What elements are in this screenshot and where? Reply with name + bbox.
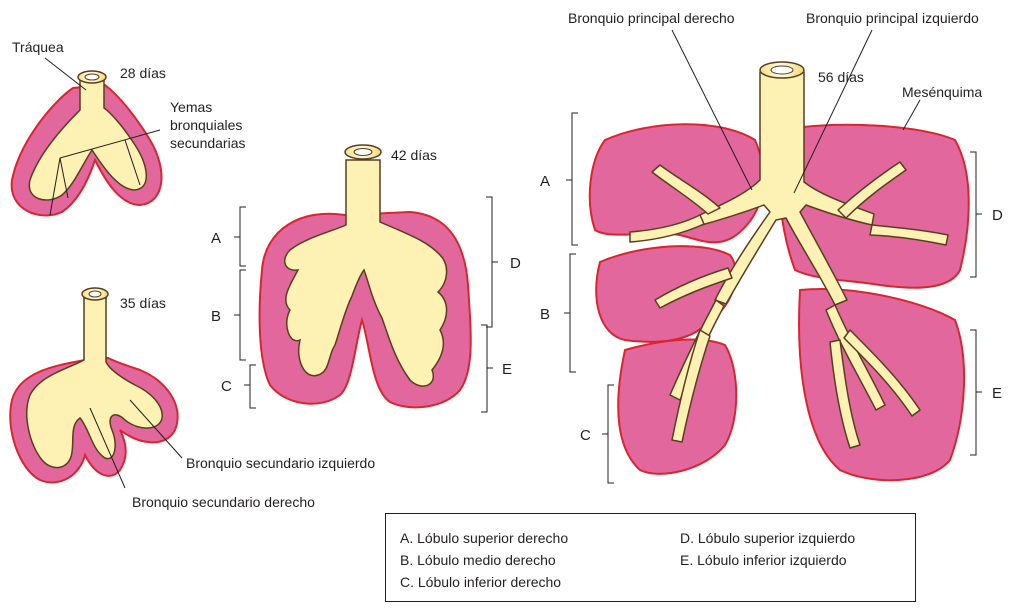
bracket-B-42 — [234, 270, 246, 360]
bracket-A-42 — [234, 207, 246, 266]
label-56-days: 56 días — [818, 69, 864, 85]
legend-item-B: B. Lóbulo medio derecho — [400, 552, 556, 568]
label-right-main-bronchus: Bronquio principal derecho — [568, 10, 735, 26]
label-trachea: Tráquea — [12, 39, 64, 55]
lobe-D-56: D — [992, 207, 1003, 224]
trachea-lumen-42 — [354, 149, 372, 156]
lobe-D-42: D — [510, 255, 521, 272]
lobe-A-56: A — [540, 173, 550, 190]
mesenchyme-56-left — [778, 125, 969, 480]
lobe-E-56: E — [992, 385, 1002, 402]
legend-box: A. Lóbulo superior derecho B. Lóbulo med… — [385, 513, 916, 602]
trachea-lumen-35 — [89, 291, 101, 297]
lobe-C-42: C — [221, 378, 232, 395]
stage-56-days: Bronquio principal derecho Bronquio prin… — [540, 10, 1003, 483]
lobe-E-42: E — [502, 361, 512, 378]
label-mesenchyme: Mesénquima — [902, 84, 982, 100]
label-28-days: 28 días — [120, 65, 166, 81]
lobe-A-42: A — [211, 230, 221, 247]
bracket-E-42 — [481, 325, 493, 412]
bracket-D-42 — [486, 197, 498, 327]
stage-28-days: Tráquea 28 días Yemas bronquiales secund… — [12, 39, 246, 215]
bracket-C-56 — [602, 385, 614, 483]
label-buds-line3: secundarias — [170, 135, 246, 151]
label-buds-line2: bronquiales — [170, 117, 242, 133]
bracket-C-42 — [244, 365, 256, 408]
label-42-days: 42 días — [391, 147, 437, 163]
legend-item-C: C. Lóbulo inferior derecho — [400, 574, 561, 590]
epithelium-42 — [285, 160, 447, 386]
legend-item-A: A. Lóbulo superior derecho — [400, 530, 568, 546]
trachea-lumen-56 — [771, 66, 793, 74]
bracket-A-56 — [566, 113, 578, 245]
label-right-secondary-bronchus: Bronquio secundario derecho — [132, 494, 315, 510]
lobe-B-42: B — [211, 308, 221, 325]
label-left-secondary-bronchus: Bronquio secundario izquierdo — [186, 455, 375, 471]
lobe-C-56: C — [580, 427, 591, 444]
bracket-D-56 — [970, 152, 982, 277]
label-left-main-bronchus: Bronquio principal izquierdo — [806, 10, 979, 26]
label-35-days: 35 días — [120, 295, 166, 311]
legend-item-D: D. Lóbulo superior izquierdo — [680, 530, 855, 546]
stage-42-days: 42 días A B C D E — [211, 145, 521, 412]
lobe-B-56: B — [540, 306, 550, 323]
label-buds-line1: Yemas — [170, 99, 212, 115]
trachea-lumen-28 — [85, 74, 99, 80]
bracket-B-56 — [564, 254, 576, 372]
legend-item-E: E. Lóbulo inferior izquierdo — [680, 552, 847, 568]
bracket-E-56 — [970, 330, 982, 455]
leader-mesenchyme — [903, 100, 920, 130]
